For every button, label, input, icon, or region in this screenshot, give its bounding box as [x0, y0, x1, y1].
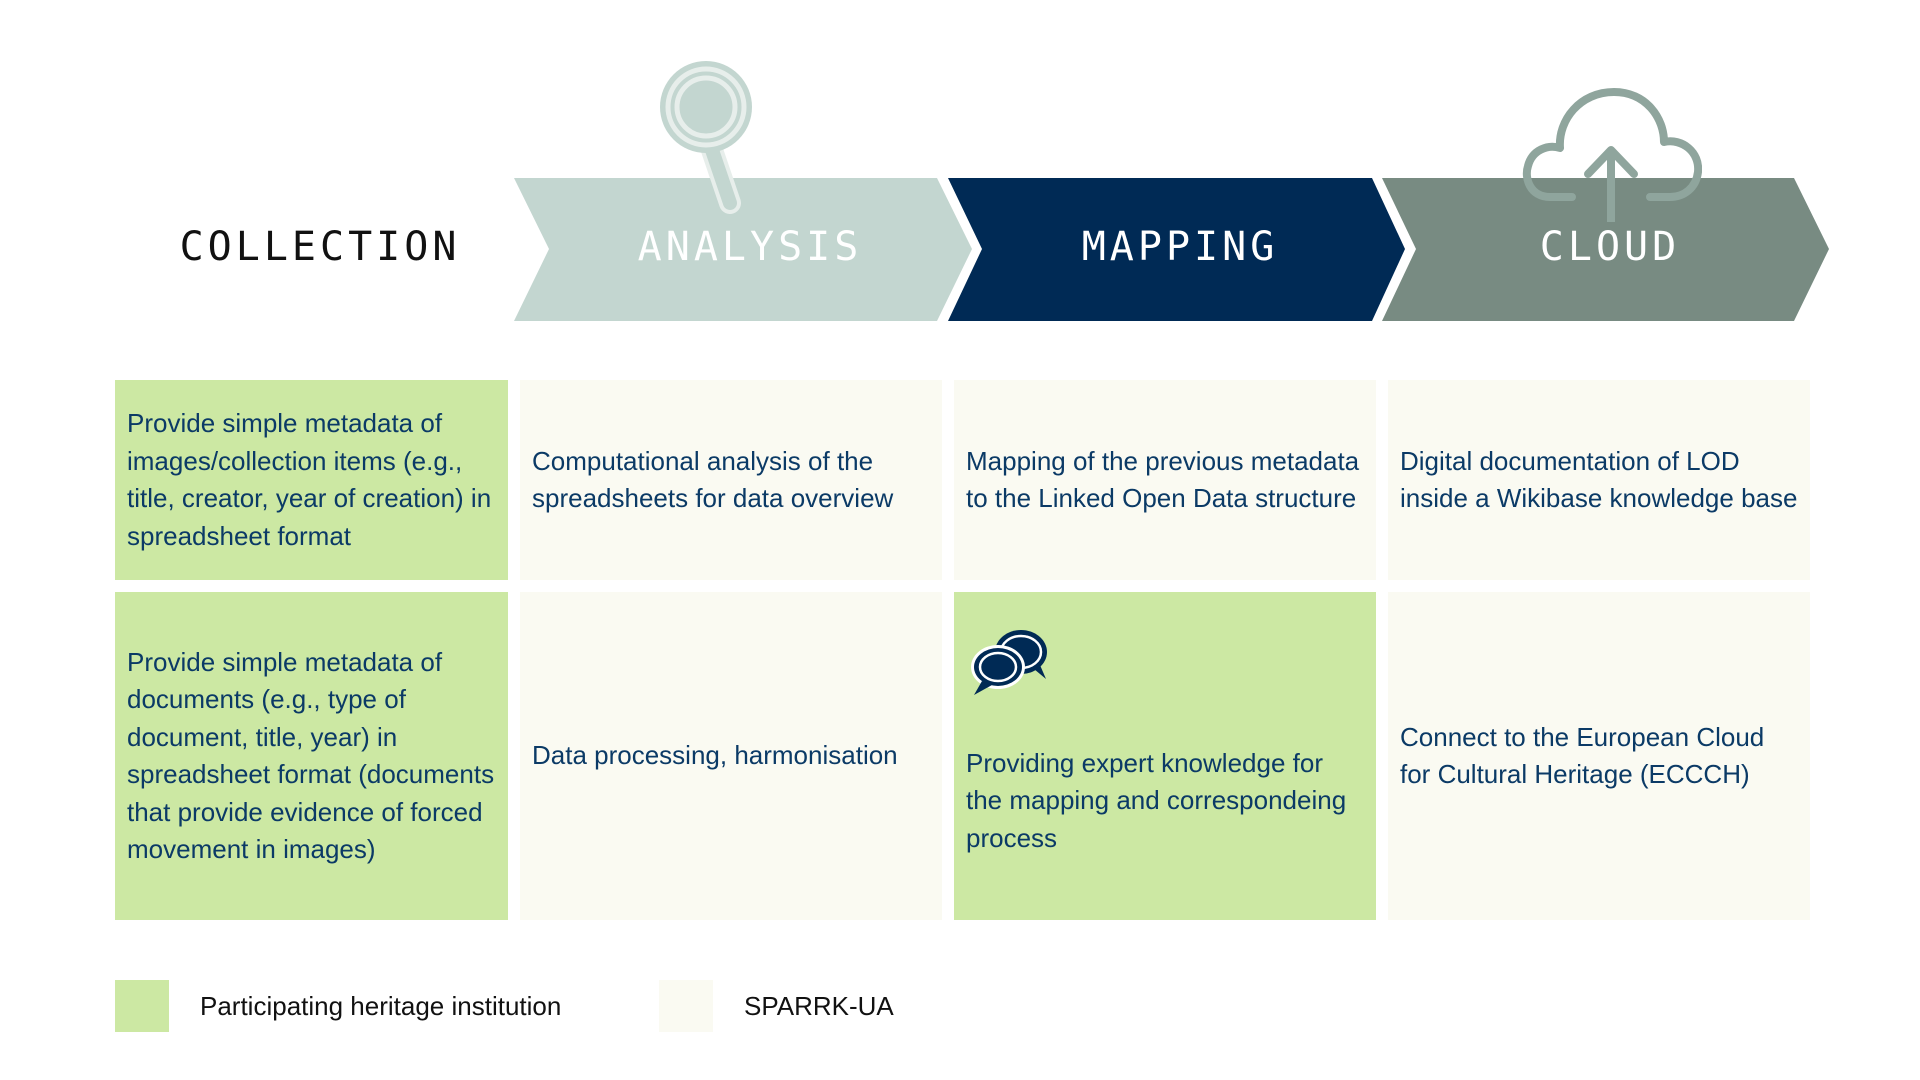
cloud-upload-icon — [1522, 88, 1702, 222]
legend-institution-swatch — [115, 980, 169, 1032]
cell-row1-cloud-text: Digital documentation of LOD inside a Wi… — [1400, 445, 1798, 514]
cell-row2-mapping-text: Providing expert knowledge for the mappi… — [966, 747, 1347, 853]
cell-row2-analysis: Data processing, harmonisation — [520, 592, 942, 920]
cell-row2-cloud-text: Connect to the European Cloud for Cultur… — [1400, 721, 1765, 790]
legend-sparrk-label: SPARRK-UA — [744, 991, 894, 1021]
analysis-arrow — [514, 178, 972, 321]
cell-row1-collection: Provide simple metadata of images/collec… — [115, 380, 508, 580]
cell-row1-analysis: Computational analysis of the spreadshee… — [520, 380, 942, 580]
cell-row1-analysis-text: Computational analysis of the spreadshee… — [532, 445, 894, 514]
cell-row2-cloud: Connect to the European Cloud for Cultur… — [1388, 592, 1810, 920]
cell-row1-collection-text: Provide simple metadata of images/collec… — [127, 408, 492, 551]
process-banner — [514, 178, 1829, 321]
cell-row2-analysis-text: Data processing, harmonisation — [532, 740, 898, 771]
speech-bubbles-icon — [971, 630, 1047, 695]
stage-analysis-label: ANALYSIS — [637, 224, 863, 270]
stage-cloud-label: CLOUD — [1539, 224, 1681, 270]
cell-row1-mapping-text: Mapping of the previous metadata to the … — [966, 445, 1360, 514]
cell-row2-collection: Provide simple metadata of documents (e.… — [115, 592, 508, 920]
cell-row2-collection-text: Provide simple metadata of documents (e.… — [127, 646, 495, 865]
stage-collection-label: COLLECTION — [179, 224, 461, 270]
cell-row1-mapping: Mapping of the previous metadata to the … — [954, 380, 1376, 580]
stage-mapping-label: MAPPING — [1081, 224, 1279, 270]
cell-row1-cloud: Digital documentation of LOD inside a Wi… — [1388, 380, 1810, 580]
legend-institution-label: Participating heritage institution — [200, 991, 562, 1021]
cloud-arrow — [1382, 178, 1829, 321]
mapping-arrow — [948, 178, 1405, 321]
legend-sparrk-swatch — [659, 980, 713, 1032]
magnifier-icon — [660, 61, 752, 214]
